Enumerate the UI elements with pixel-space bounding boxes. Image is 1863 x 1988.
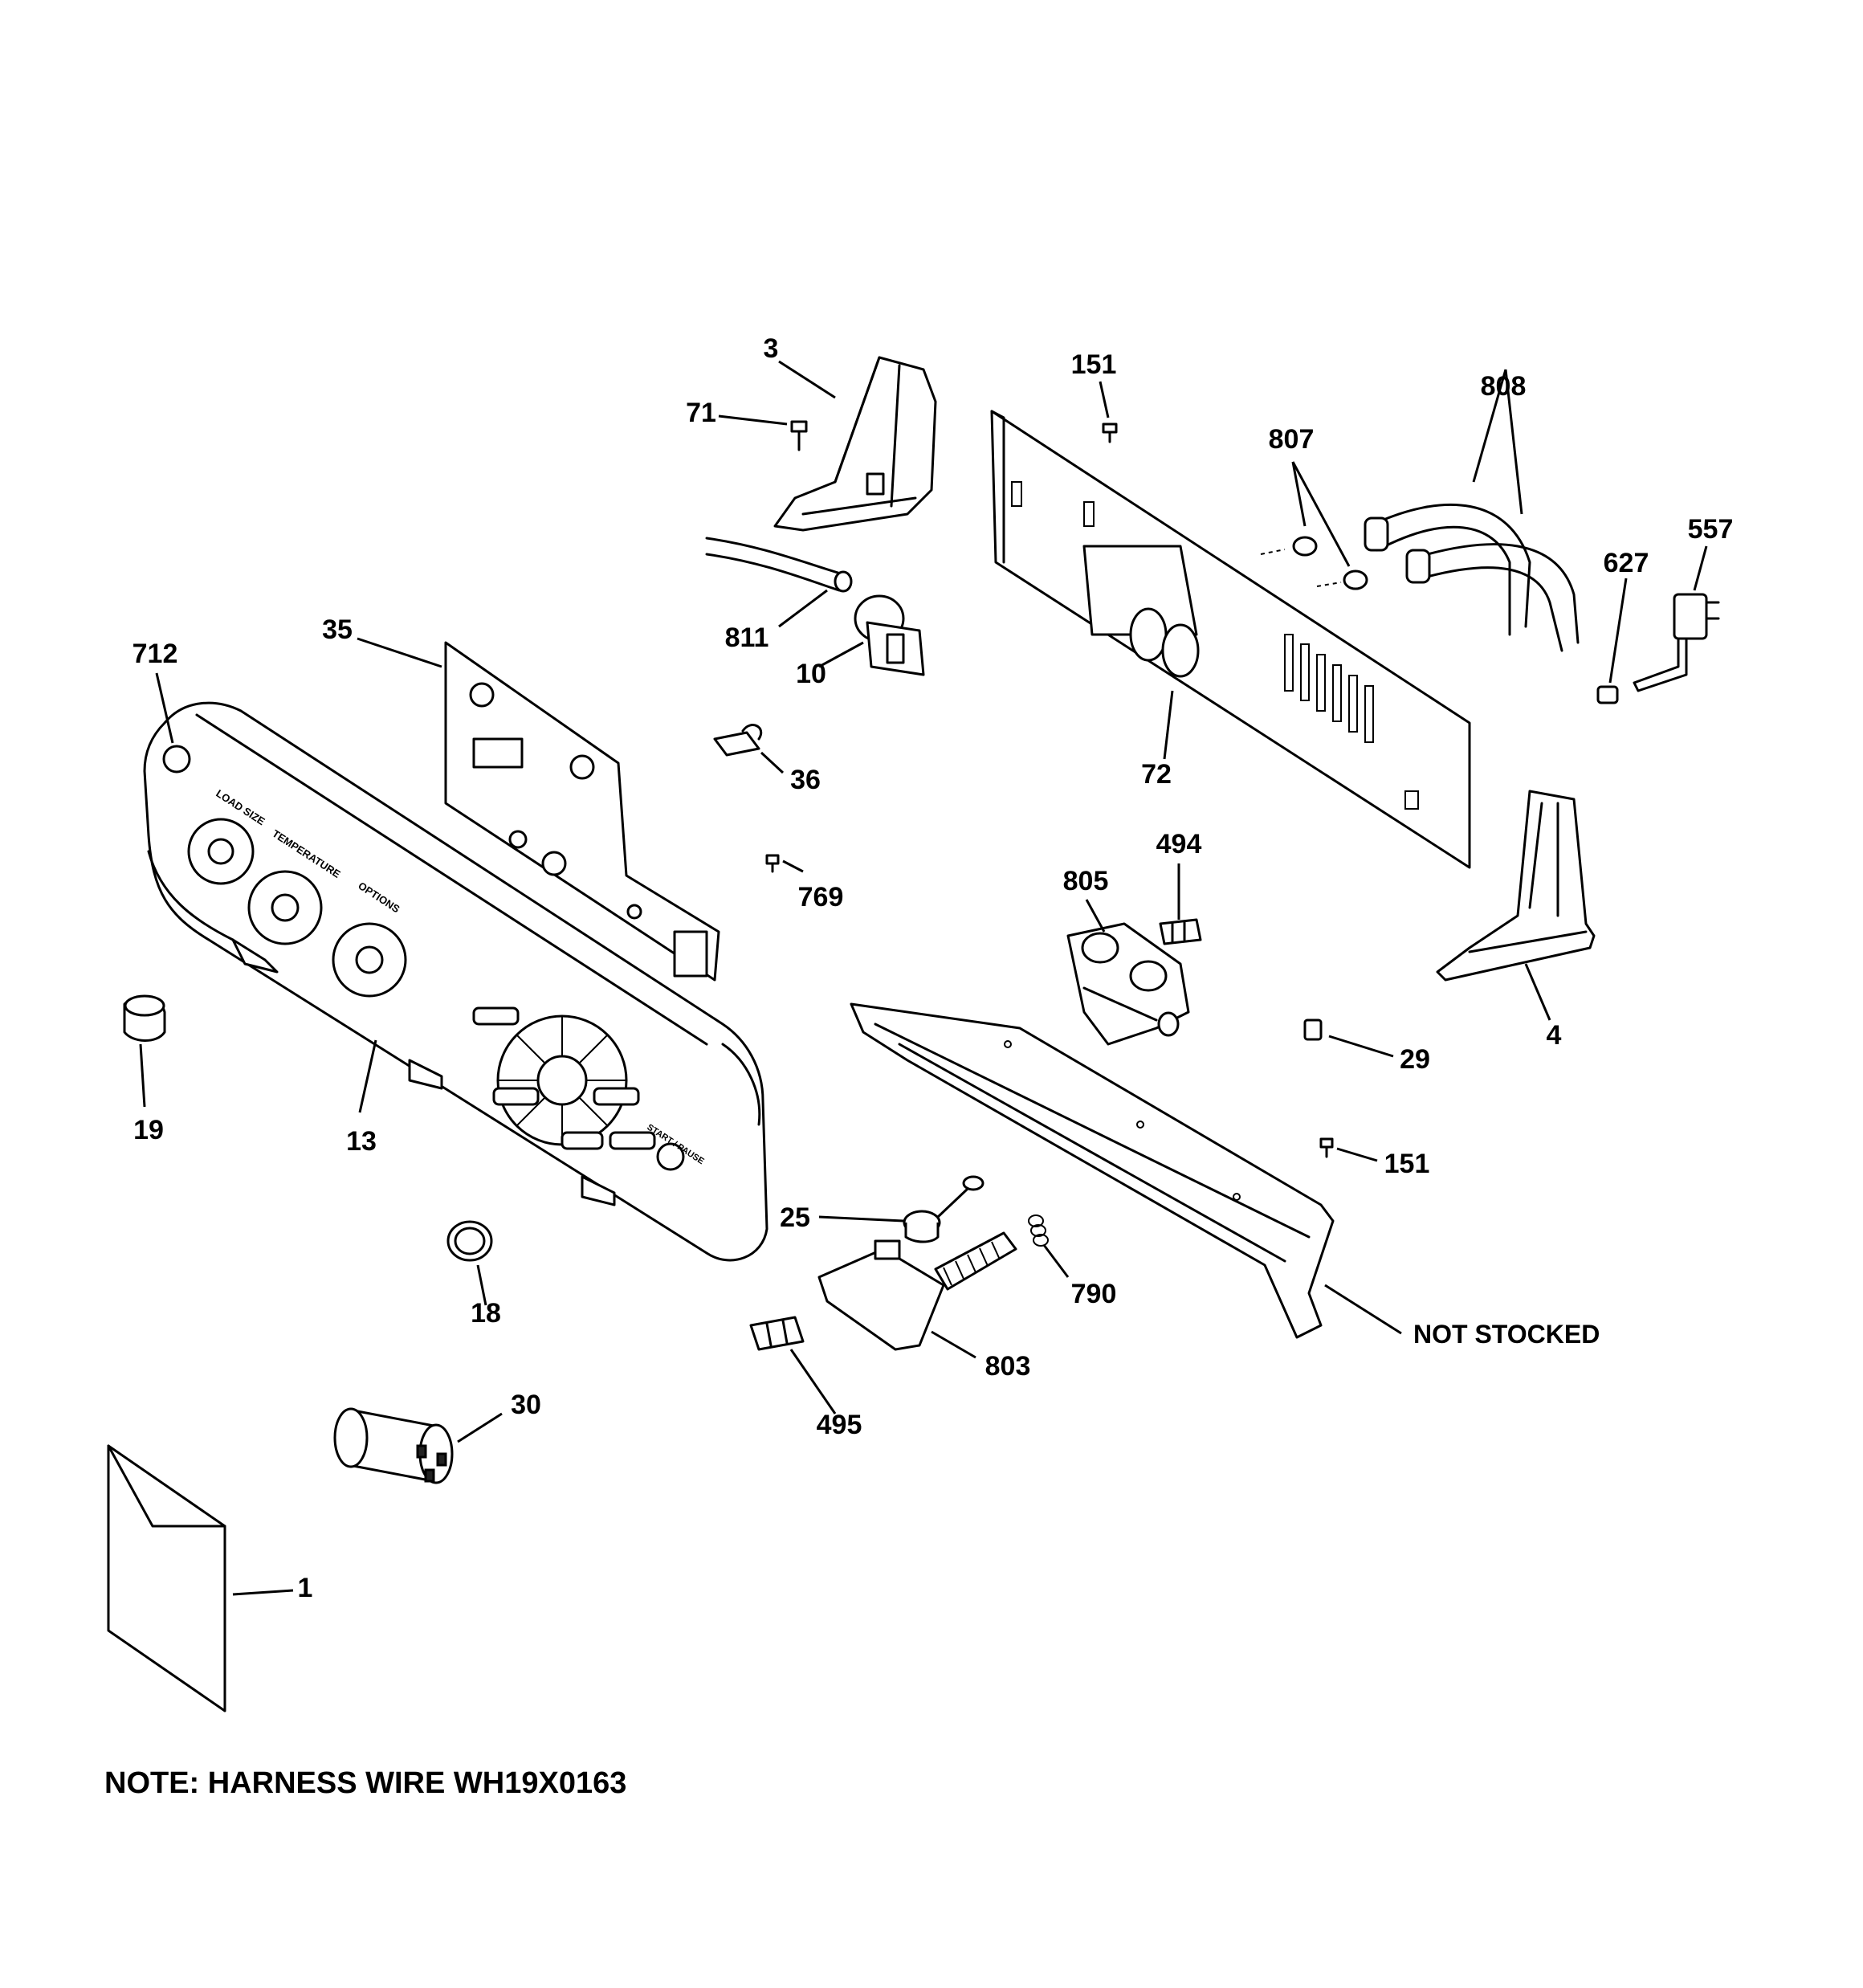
part-790-spring	[1028, 1214, 1049, 1247]
part-3-bracket	[773, 356, 937, 532]
not-stocked-frame	[850, 1002, 1335, 1339]
callout-807: 807	[1269, 424, 1315, 455]
part-13-console: LOAD SIZE TEMPERATURE OPTIONS START / PA…	[143, 701, 768, 1262]
part-807-washers	[1260, 536, 1368, 590]
callout-769: 769	[798, 882, 844, 912]
part-808-hoses	[1364, 503, 1580, 652]
callout-712: 712	[132, 639, 178, 669]
callout-18: 18	[471, 1298, 501, 1329]
callout-151-top: 151	[1071, 349, 1117, 380]
callout-151-lower: 151	[1384, 1149, 1430, 1179]
part-35-board	[444, 641, 720, 982]
callout-557: 557	[1688, 514, 1734, 545]
part-1-envelope	[107, 1444, 226, 1712]
part-151-screw-top	[1102, 423, 1118, 443]
callout-36: 36	[790, 765, 821, 795]
callout-803: 803	[985, 1351, 1031, 1382]
callout-19: 19	[133, 1115, 164, 1145]
part-811-wire	[705, 537, 853, 593]
callout-494: 494	[1156, 829, 1202, 859]
part-4-bracket	[1436, 790, 1596, 982]
callout-790: 790	[1071, 1279, 1117, 1309]
part-495-connector	[749, 1316, 805, 1351]
callout-808: 808	[1481, 371, 1527, 402]
part-803-mechanism	[817, 1231, 1017, 1351]
callout-4: 4	[1547, 1020, 1562, 1051]
part-72-backpanel	[990, 410, 1471, 869]
leader-lines	[139, 360, 1708, 1596]
callout-25: 25	[780, 1202, 810, 1233]
part-627-clip	[1596, 685, 1619, 704]
callout-29: 29	[1400, 1044, 1430, 1075]
part-30-capacitor	[333, 1407, 454, 1484]
callout-30: 30	[511, 1390, 541, 1420]
callout-not-stocked: NOT STOCKED	[1413, 1320, 1600, 1349]
callout-805: 805	[1063, 866, 1109, 896]
part-71-screw	[790, 420, 808, 451]
callout-71: 71	[686, 398, 716, 428]
part-805-valve	[1066, 922, 1190, 1046]
part-557-connector	[1633, 593, 1720, 692]
callout-3: 3	[764, 333, 779, 364]
part-769-screw	[765, 854, 780, 873]
part-19-knob	[123, 994, 166, 1042]
part-25-plunger	[903, 1175, 984, 1243]
callout-35: 35	[322, 614, 353, 645]
part-10-switch	[854, 594, 925, 676]
callout-1: 1	[298, 1573, 313, 1603]
callout-811: 811	[725, 623, 769, 653]
callout-72: 72	[1141, 759, 1172, 790]
part-18-ring	[446, 1220, 493, 1262]
callout-labels: 3 71 151 808 807 557 627 712 35 811 10 3…	[132, 333, 1734, 1603]
callout-627: 627	[1604, 548, 1649, 578]
part-29-clip	[1303, 1018, 1323, 1041]
part-494-connector	[1159, 918, 1202, 945]
part-36-connector	[713, 724, 762, 757]
callout-13: 13	[346, 1126, 377, 1157]
part-151-screw-lower	[1319, 1137, 1334, 1158]
callout-10: 10	[796, 659, 826, 689]
callout-495: 495	[817, 1410, 862, 1440]
harness-wire-note: NOTE: HARNESS WIRE WH19X0163	[104, 1766, 626, 1800]
